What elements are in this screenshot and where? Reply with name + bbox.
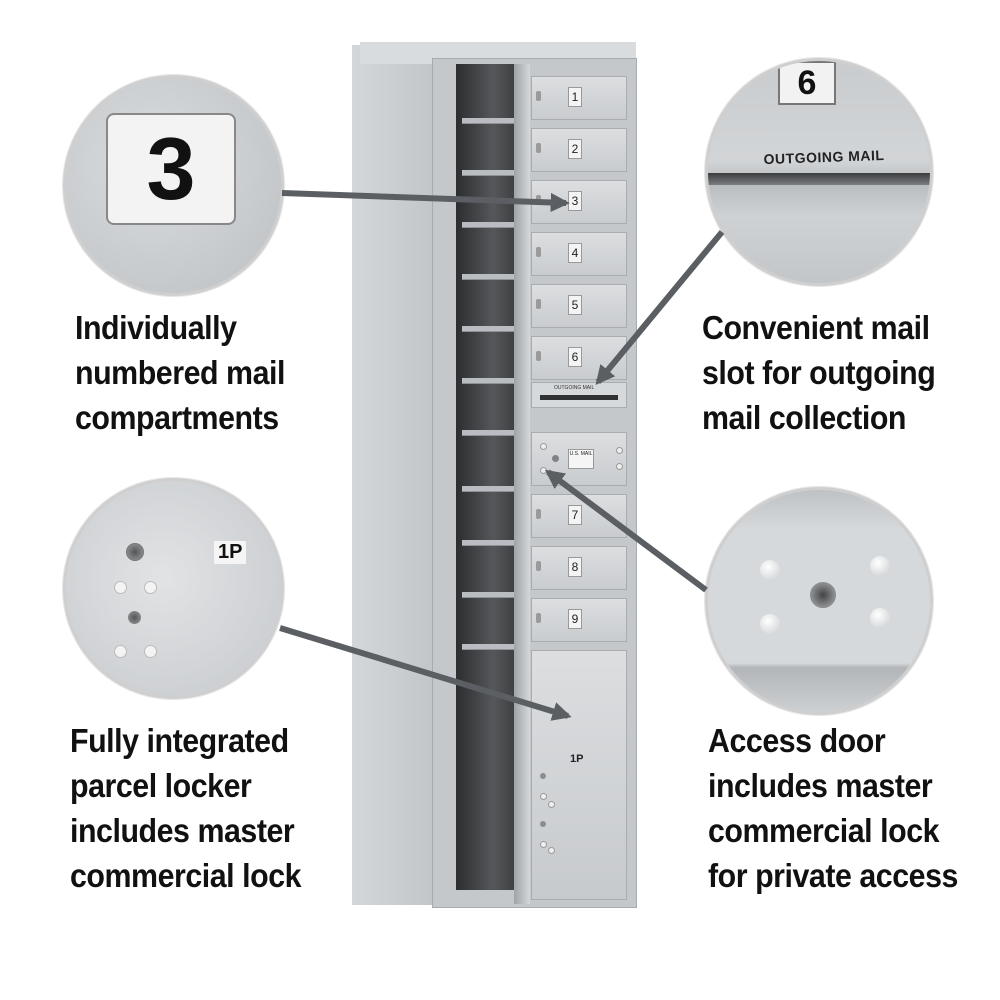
callout-line: Individually [75,309,237,346]
rivet-icon [548,847,555,854]
shelf [462,540,514,546]
callout-access: Access door includes master commercial l… [708,718,958,898]
rivet-icon [114,645,127,658]
mail-door-5[interactable]: 5 [531,284,627,328]
shelf [462,222,514,228]
door-number: 2 [568,139,582,159]
zoom-circle-access [705,487,933,715]
arrow-outgoing [595,230,725,385]
shelf [462,378,514,384]
lock-icon [810,582,836,608]
lock-icon [536,351,541,361]
rivet-icon [760,560,780,580]
callout-line: mail collection [702,399,906,436]
shelf [462,274,514,280]
zoom-circle-parcel: 1P [63,478,284,699]
callout-numbered: Individually numbered mail compartments [75,305,285,440]
rivet-icon [616,463,623,470]
lock-icon [536,509,541,519]
lock-icon [536,299,541,309]
callout-line: compartments [75,399,279,436]
rivet-icon [144,581,157,594]
mail-door-8[interactable]: 8 [531,546,627,590]
rivet-icon [548,801,555,808]
mail-door-2[interactable]: 2 [531,128,627,172]
lock-icon [536,613,541,623]
number-plate-text: 3 [146,119,196,218]
number-plate-text: 6 [797,64,817,102]
number-plate: 3 [106,113,236,225]
lock-icon [536,247,541,257]
lock-icon [552,455,559,462]
callout-line: for private access [708,857,958,894]
arrow-numbered [281,190,570,213]
shelf [462,118,514,124]
zoom-circle-outgoing: 6 OUTGOING MAIL [705,58,933,286]
rivet-icon [616,447,623,454]
door-number: 7 [568,505,582,525]
lock-icon [536,561,541,571]
rivet-icon [870,608,890,628]
lock-icon [540,773,546,779]
rivet-icon [540,443,547,450]
door-number: 9 [568,609,582,629]
shelf [462,170,514,176]
lock-icon [126,543,144,561]
lock-icon [536,91,541,101]
cabinet-left-side [352,45,432,905]
access-door-label: U.S. MAIL [568,449,594,469]
door-number: 8 [568,557,582,577]
rivet-icon [540,841,547,848]
parcel-label: 1P [214,541,247,564]
callout-parcel: Fully integrated parcel locker includes … [70,718,302,898]
slot-opening [540,395,618,400]
callout-line: Convenient mail [702,309,930,346]
shelf [462,326,514,332]
lock-icon [128,611,141,624]
rivet-icon [144,645,157,658]
callout-line: slot for outgoing [702,354,936,391]
rivet-icon [870,556,890,576]
arrow-parcel [279,625,572,721]
shelf [462,430,514,436]
parcel-locker-label: 1P [570,753,584,765]
shelf [462,486,514,492]
lock-icon [536,143,541,153]
number-plate: 6 [778,61,836,105]
door-number: 1 [568,87,582,107]
mail-door-1[interactable]: 1 [531,76,627,120]
callout-line: parcel locker [70,767,252,804]
door-number: 6 [568,347,582,367]
parcel-locker-door[interactable]: 1P [531,650,627,900]
mail-door-9[interactable]: 9 [531,598,627,642]
rivet-icon [540,793,547,800]
shelf [462,592,514,598]
door-number: 4 [568,243,582,263]
callout-line: includes master [70,812,295,849]
callout-line: commercial lock [708,812,940,849]
zoom-circle-number: 3 [63,75,284,296]
callout-line: includes master [708,767,933,804]
callout-line: numbered mail [75,354,285,391]
callout-line: Access door [708,722,886,759]
outgoing-mail-slot[interactable]: OUTGOING MAIL [531,382,627,408]
callout-outgoing: Convenient mail slot for outgoing mail c… [702,305,936,440]
door-number: 5 [568,295,582,315]
lock-icon [540,821,546,827]
arrow-access [544,469,708,593]
mail-door-4[interactable]: 4 [531,232,627,276]
open-door-edge [514,64,530,904]
shelf [462,644,514,650]
outgoing-slot-label: OUTGOING MAIL [554,385,595,391]
slot-opening [708,173,930,185]
rivet-icon [760,614,780,634]
rivet-icon [114,581,127,594]
callout-line: Fully integrated [70,722,289,759]
callout-line: commercial lock [70,857,302,894]
